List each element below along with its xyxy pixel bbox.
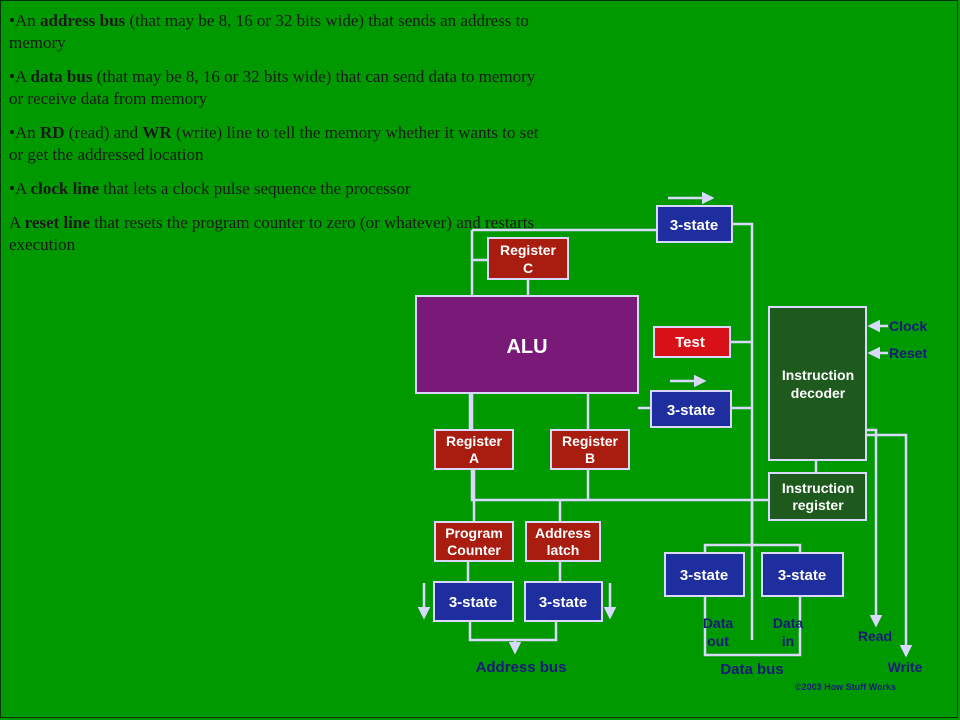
svg-text:B: B bbox=[585, 450, 595, 466]
svg-text:decoder: decoder bbox=[791, 385, 846, 401]
bullet-address-bus: •An address bus (that may be 8, 16 or 32… bbox=[9, 11, 529, 52]
address-bus-label: Address bus bbox=[476, 659, 567, 676]
address-latch: Address latch bbox=[525, 521, 601, 562]
svg-text:Register: Register bbox=[500, 242, 557, 258]
data-in-label-line1: Data bbox=[773, 615, 804, 631]
svg-text:3-state: 3-state bbox=[667, 402, 715, 419]
svg-text:C: C bbox=[523, 260, 533, 276]
svg-text:Register: Register bbox=[446, 433, 503, 449]
wire-write bbox=[866, 433, 913, 658]
svg-text:A: A bbox=[469, 450, 479, 466]
wire-data-bus bbox=[703, 596, 802, 657]
tristate-data-in: 3-state bbox=[761, 552, 844, 597]
alu-block: ALU bbox=[415, 295, 639, 394]
svg-text:Test: Test bbox=[675, 334, 705, 351]
write-label: Write bbox=[888, 659, 923, 675]
bullet-data-bus: •A data bus (that may be 8, 16 or 32 bit… bbox=[9, 67, 536, 108]
svg-text:Instruction: Instruction bbox=[782, 367, 854, 383]
bullet-list: •An address bus (that may be 8, 16 or 32… bbox=[9, 10, 549, 268]
svg-text:3-state: 3-state bbox=[778, 567, 826, 584]
data-out-label-line2: out bbox=[707, 633, 729, 649]
reset-label: Reset bbox=[889, 345, 927, 361]
wire-read bbox=[866, 428, 883, 628]
register-b: Register B bbox=[550, 429, 630, 470]
svg-text:3-state: 3-state bbox=[680, 567, 728, 584]
svg-text:Register: Register bbox=[562, 433, 619, 449]
svg-text:ALU: ALU bbox=[506, 336, 547, 358]
svg-text:Instruction: Instruction bbox=[782, 480, 854, 496]
svg-text:3-state: 3-state bbox=[670, 217, 718, 234]
svg-text:Program: Program bbox=[445, 525, 503, 541]
bullet-clock-line: •A clock line that lets a clock pulse se… bbox=[9, 179, 411, 198]
svg-text:3-state: 3-state bbox=[449, 594, 497, 611]
data-in-label-line2: in bbox=[782, 633, 794, 649]
svg-text:Address: Address bbox=[535, 525, 591, 541]
read-label: Read bbox=[858, 628, 892, 644]
bullet-reset-line: A reset line that resets the program cou… bbox=[9, 213, 535, 254]
program-counter: Program Counter bbox=[434, 521, 514, 562]
svg-text:3-state: 3-state bbox=[539, 594, 587, 611]
instruction-decoder: Instruction decoder bbox=[768, 306, 867, 461]
svg-text:latch: latch bbox=[547, 542, 580, 558]
register-a: Register A bbox=[434, 429, 514, 470]
instruction-register: Instruction register bbox=[768, 472, 867, 521]
data-bus-label: Data bus bbox=[720, 661, 783, 678]
tristate-data-out: 3-state bbox=[664, 552, 745, 597]
test-block: Test bbox=[653, 326, 731, 358]
data-out-label-line1: Data bbox=[703, 615, 734, 631]
svg-text:Counter: Counter bbox=[447, 542, 501, 558]
tristate-pc: 3-state bbox=[433, 581, 514, 622]
svg-text:register: register bbox=[792, 497, 844, 513]
register-c: Register C bbox=[487, 237, 569, 280]
tristate-alu: 3-state bbox=[650, 390, 732, 428]
tristate-top: 3-state bbox=[656, 205, 733, 243]
wire-address-bus bbox=[468, 621, 558, 642]
tristate-latch: 3-state bbox=[524, 581, 603, 622]
clock-label: Clock bbox=[889, 318, 927, 334]
credit-text: ©2003 How Stuff Works bbox=[795, 682, 896, 692]
bullet-rd-wr: •An RD (read) and WR (write) line to tel… bbox=[9, 123, 539, 164]
